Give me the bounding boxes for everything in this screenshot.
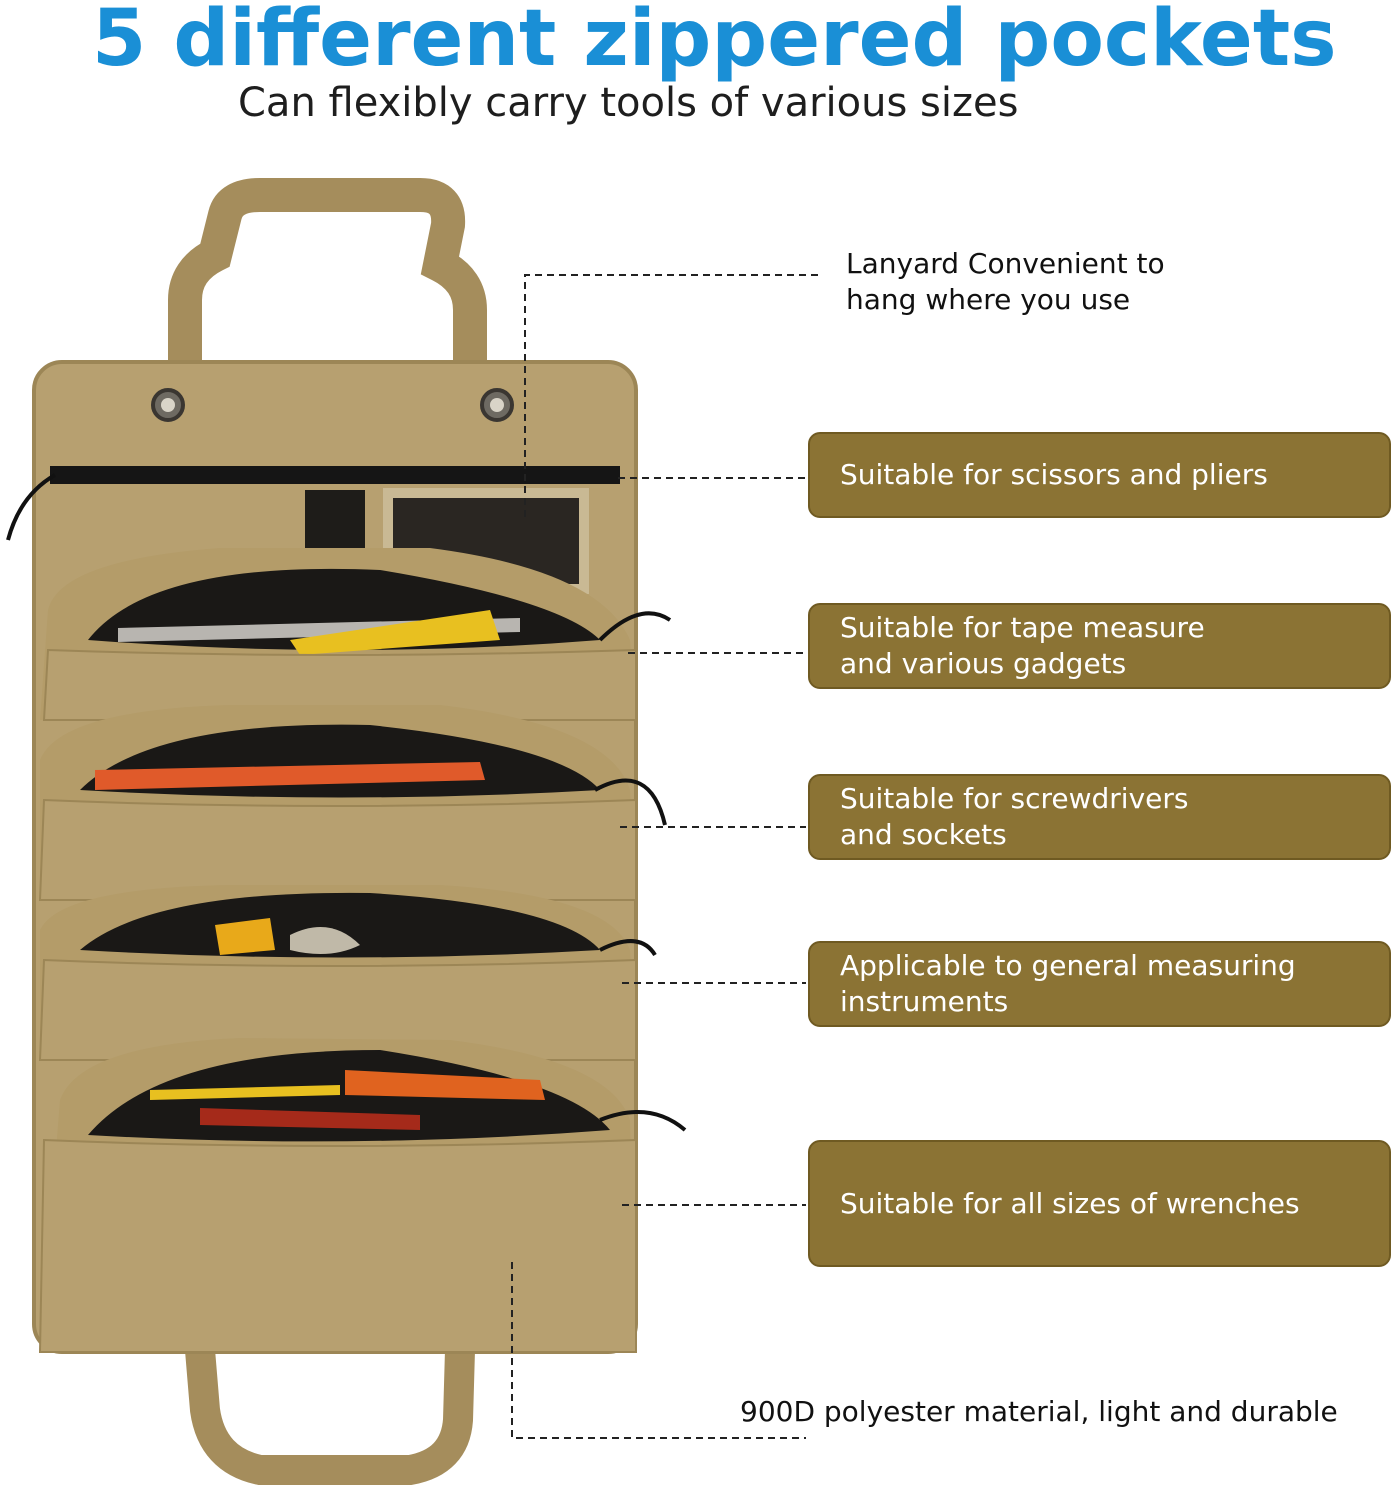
callout-lines [511,274,818,1439]
callout-tape-measure-text: Suitable for tape measure and various ga… [840,611,1205,680]
callout-screwdrivers-text: Suitable for screwdrivers and sockets [840,782,1189,851]
page-title: 5 different zippered pockets [92,0,1337,84]
page-subtitle: Can flexibly carry tools of various size… [238,80,1019,126]
top-zipper [50,466,620,484]
callout-tape-measure: Suitable for tape measure and various ga… [808,603,1391,689]
pocket-4 [38,1038,637,1353]
material-note: 900D polyester material, light and durab… [740,1395,1338,1428]
pocket-2 [38,705,637,901]
callout-scissors-pliers: Suitable for scissors and pliers [808,432,1391,518]
zipper-pulls [594,611,687,1132]
lanyard-note: Lanyard Convenient to hang where you use [846,246,1165,318]
callout-measuring-instruments-text: Applicable to general measuring instrume… [840,949,1296,1018]
top-handle [168,178,487,360]
callout-wrenches: Suitable for all sizes of wrenches [808,1140,1391,1267]
callout-wrenches-text: Suitable for all sizes of wrenches [840,1186,1300,1220]
bottom-handle [185,1348,475,1485]
callout-measuring-instruments: Applicable to general measuring instrume… [808,941,1391,1027]
pocket-3 [38,885,637,1061]
pocket-1 [40,548,637,721]
callout-scissors-pliers-text: Suitable for scissors and pliers [840,458,1268,491]
callout-screwdrivers: Suitable for screwdrivers and sockets [808,774,1391,860]
lanyard-note-text: Lanyard Convenient to hang where you use [846,247,1165,316]
